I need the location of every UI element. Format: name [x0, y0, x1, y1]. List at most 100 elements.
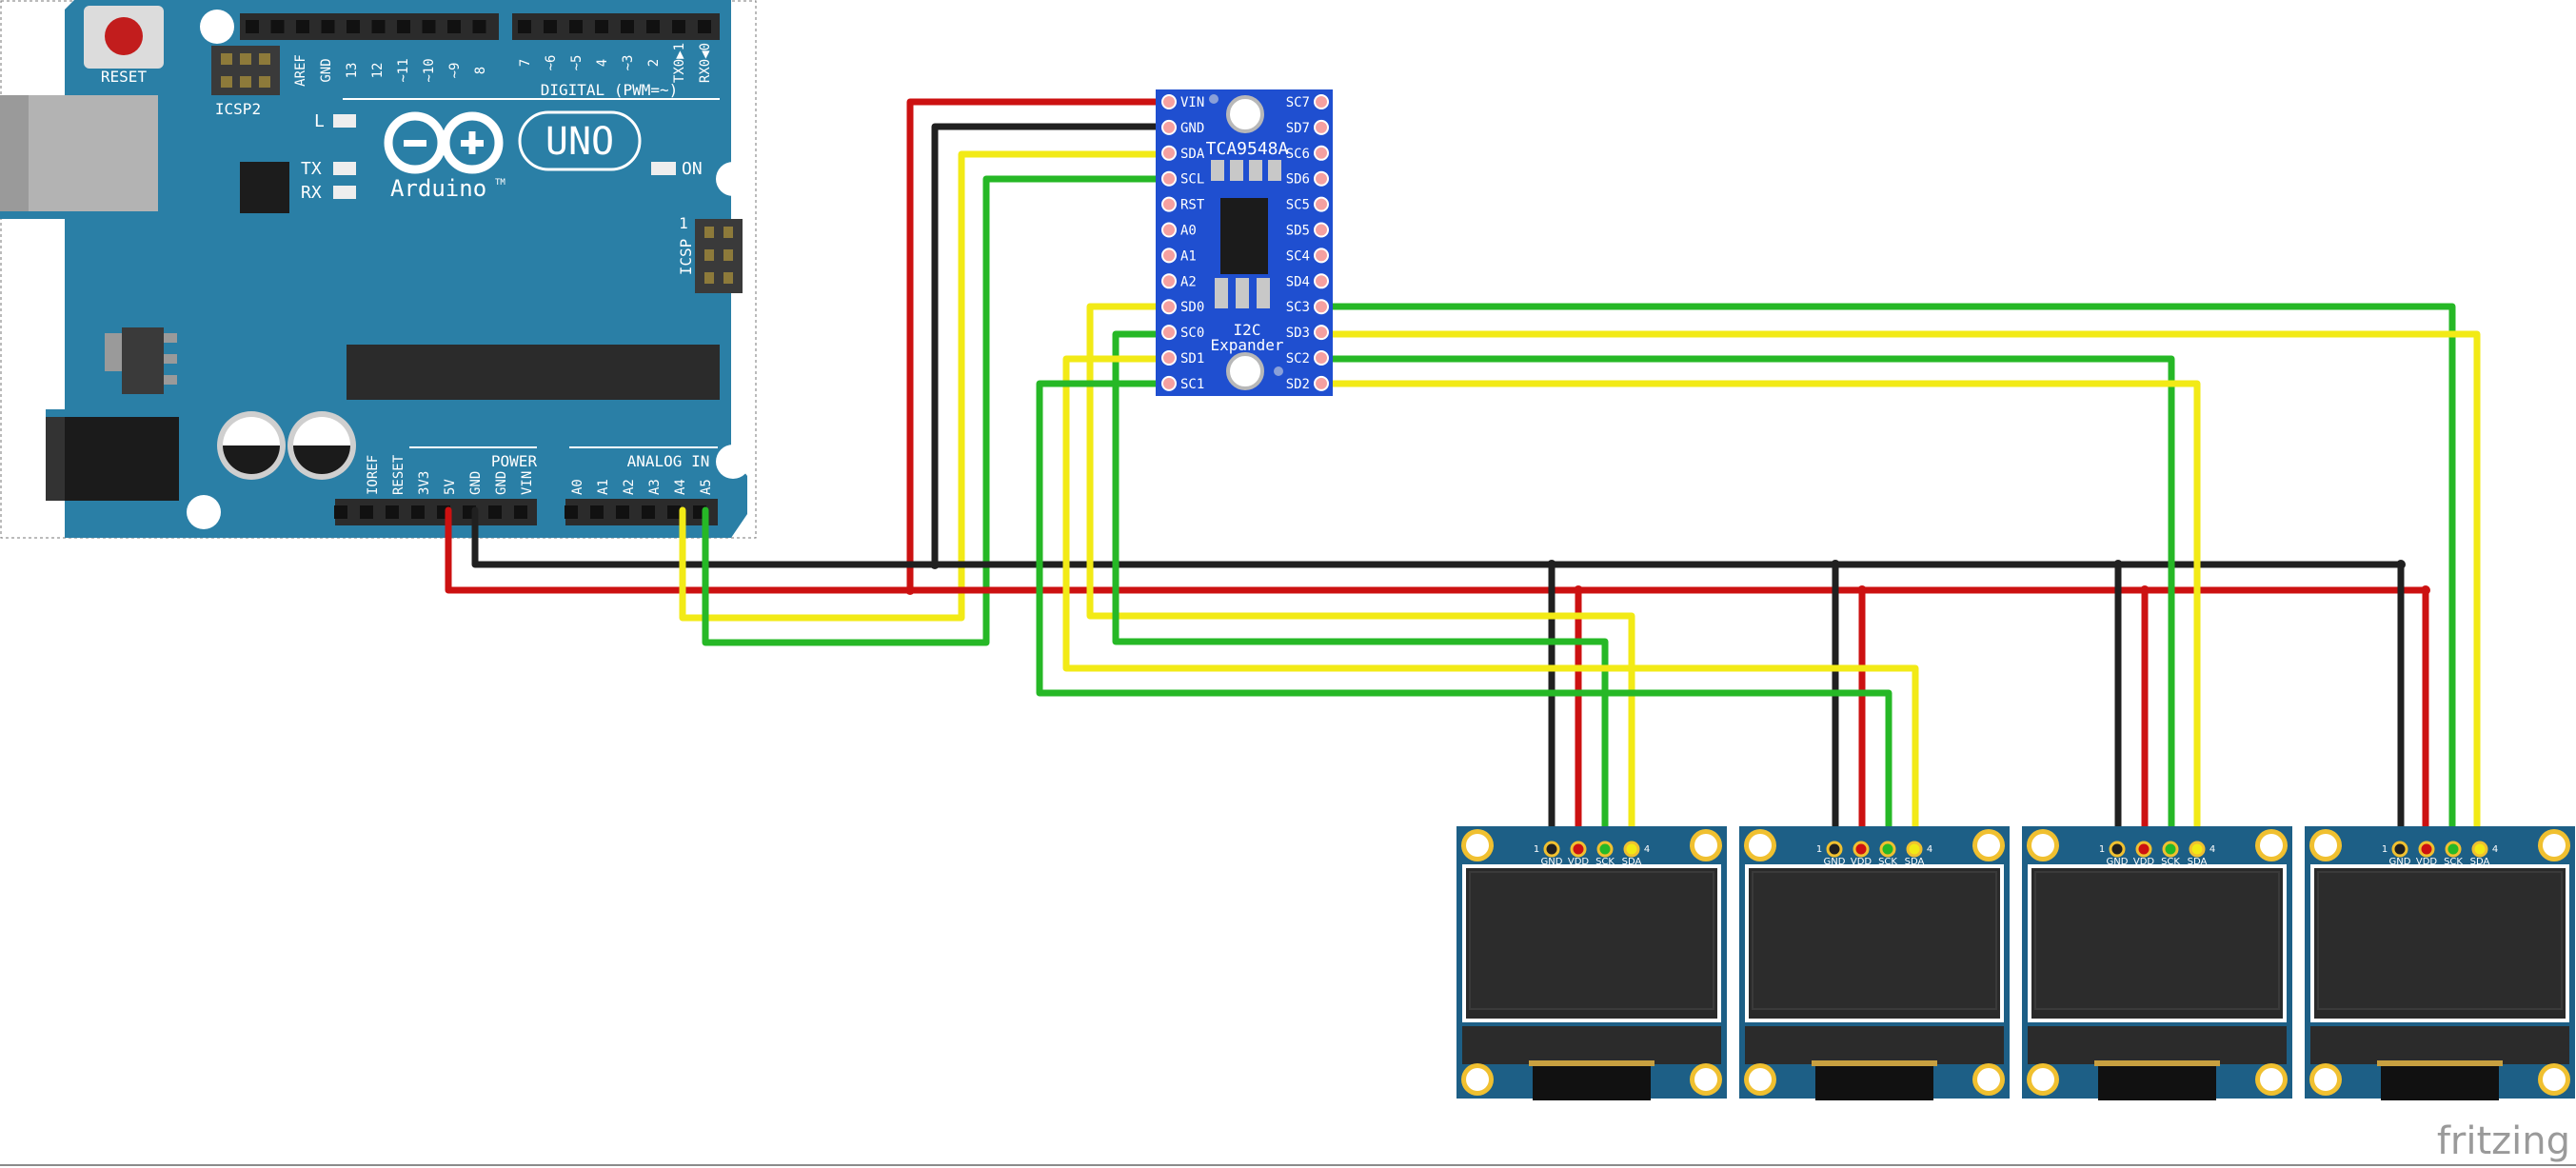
oled-pin-label: VDD	[2416, 857, 2438, 867]
expander-hole-bottom	[1226, 352, 1264, 390]
expander-smd-parts	[1211, 160, 1281, 308]
oled-mount-hole	[1749, 1068, 1772, 1091]
led-l-label: L	[314, 111, 325, 131]
oled-pin-pad	[2189, 841, 2206, 858]
header-pad	[270, 20, 285, 33]
expander-pin-pad	[1161, 145, 1177, 161]
digital-pin-label: ~3	[621, 55, 636, 71]
digital-pin-label: GND	[319, 58, 334, 82]
expander-pin-label: SD0	[1180, 300, 1204, 315]
header-pad	[472, 20, 486, 33]
oled-flex-cable	[2381, 1064, 2499, 1100]
wire-green-sc2	[1318, 355, 2175, 853]
usb-chip	[240, 162, 289, 213]
uno-badge	[518, 110, 642, 171]
header-pad	[616, 505, 629, 519]
oled-pin-pad	[1623, 841, 1640, 858]
expander-pin-pad	[1314, 196, 1329, 212]
oled-mount-hole	[1749, 834, 1772, 857]
bottom-pads	[334, 505, 706, 519]
expander-pin-pad	[1161, 299, 1177, 315]
oled-pin-label: SDA	[1905, 857, 1925, 867]
expander-pin-label: SC4	[1286, 248, 1310, 264]
mounting-hole	[187, 495, 221, 529]
oled-pin4-marker: 4	[2492, 844, 2498, 855]
mounting-hole	[716, 445, 750, 479]
oled-pin-pad	[1543, 841, 1560, 858]
digital-pin-label: 8	[473, 67, 488, 74]
power-pin-label: 3V3	[417, 471, 432, 495]
icsp2-header	[211, 46, 280, 95]
oled-lower-panel	[2310, 1026, 2569, 1064]
expander-pin-pad	[1314, 375, 1329, 391]
analog-pin-label: A5	[699, 479, 714, 495]
expander-pin-pad	[1161, 273, 1177, 289]
oled-mount-hole	[2260, 1068, 2283, 1091]
oled-pin1-marker: 1	[1816, 844, 1822, 855]
expander-pin-label: A2	[1180, 274, 1197, 289]
oled-mount-hole	[1466, 1068, 1489, 1091]
expander-pin-pad	[1314, 94, 1329, 109]
icsp-pins	[704, 227, 733, 284]
expander-name-line1: I2C	[1234, 321, 1261, 339]
digital-pin-label: ~10	[422, 58, 437, 82]
power-pin-label: GND	[494, 471, 509, 495]
oled-mount-hole	[1694, 834, 1717, 857]
digital-pin-label: ~5	[569, 55, 585, 71]
expander-hole-top	[1226, 95, 1264, 133]
wire-green-sc1	[1036, 380, 1892, 853]
oled-pin1-marker: 1	[2382, 844, 2388, 855]
wire-green-scl	[702, 175, 1167, 646]
header-pad	[386, 505, 399, 519]
atmega-chip	[347, 345, 720, 400]
header-pad	[296, 20, 309, 33]
expander-pin-label: SC7	[1286, 95, 1310, 110]
header-pad	[621, 20, 634, 33]
header-pad	[488, 505, 502, 519]
wires	[445, 98, 2481, 853]
oled-lower-panel	[1745, 1026, 2004, 1064]
regulator-legs	[164, 333, 177, 385]
led-rx	[333, 186, 356, 199]
oled-display-area	[1752, 871, 1997, 1010]
wire-yellow-sd2	[1318, 380, 2201, 853]
oled-pin-label: VDD	[1568, 857, 1590, 867]
oled-pin-pad	[1826, 841, 1843, 858]
oled-display-area	[2034, 871, 2280, 1010]
expander-pin-label: SC1	[1180, 377, 1204, 392]
header-pad	[397, 20, 410, 33]
icsp-pin1: 1	[679, 214, 688, 232]
fritzing-watermark: fritzing	[2437, 1119, 2570, 1163]
digital-pin-label: 7	[518, 59, 533, 67]
digital-pin-label: AREF	[293, 54, 308, 87]
power-label: POWER	[491, 452, 538, 470]
header-pad	[422, 20, 436, 33]
oled-pin1-marker: 1	[2099, 844, 2105, 855]
oled-pin-label: VDD	[1851, 857, 1873, 867]
expander-name-line2: Expander	[1210, 336, 1283, 354]
led-l	[333, 114, 356, 128]
expander-pin-label: SCL	[1180, 172, 1204, 188]
oled-pin-pad	[2391, 841, 2408, 858]
expander-pin-label: A0	[1180, 224, 1197, 239]
header-pad	[518, 20, 531, 33]
wire-green-sc3	[1318, 303, 2456, 853]
expander-via	[1209, 94, 1219, 104]
expander-pin-pad	[1161, 196, 1177, 212]
header-pad	[544, 20, 557, 33]
oled-pin-pad	[1879, 841, 1896, 858]
oled-pin4-marker: 4	[1644, 844, 1650, 855]
icsp-header	[695, 219, 743, 293]
expander-pin-label: SD2	[1286, 377, 1310, 392]
power-pin-label: GND	[468, 471, 484, 495]
oled-pin-pad	[1906, 841, 1923, 858]
header-pad	[347, 20, 360, 33]
header-pad	[321, 20, 335, 33]
expander-pin-pad	[1161, 375, 1177, 391]
header-pad	[565, 505, 578, 519]
